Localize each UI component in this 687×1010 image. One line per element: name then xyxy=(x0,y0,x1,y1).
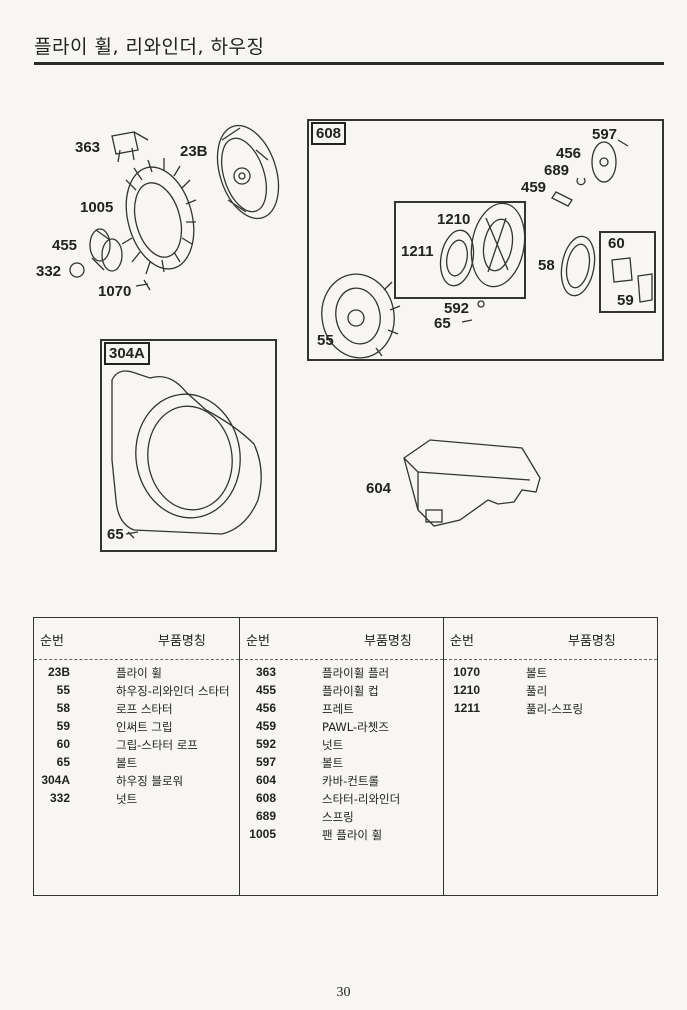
callout-459: 459 xyxy=(521,179,547,196)
callout-55: 55 xyxy=(317,332,334,349)
title-divider xyxy=(34,62,664,65)
control-cover-drawing xyxy=(403,439,541,527)
callout-60: 60 xyxy=(608,235,625,252)
column-header: 순번 부품명칭 xyxy=(34,618,239,660)
callout-597: 597 xyxy=(592,126,618,143)
page-number: 30 xyxy=(336,985,351,1000)
callout-455: 455 xyxy=(52,237,78,254)
fan-flywheel-drawing xyxy=(121,158,197,275)
page-title: 플라이 휠, 리와인더, 하우징 xyxy=(34,36,265,58)
callout-456: 456 xyxy=(556,145,582,162)
callout-689: 689 xyxy=(544,162,570,179)
callout-65-starter: 65 xyxy=(434,315,451,332)
callout-604: 604 xyxy=(366,480,392,497)
header-number: 순번 xyxy=(40,634,64,649)
flywheel-cup-drawing xyxy=(89,228,123,272)
callout-332: 332 xyxy=(36,263,62,280)
column-header: 순번 부품명칭 xyxy=(240,618,443,660)
box-label-housing: 304A xyxy=(104,342,150,365)
callout-1070: 1070 xyxy=(98,283,132,300)
callout-1211: 1211 xyxy=(401,243,434,260)
exploded-parts-diagram: 608 304A 363 23B 1005 455 332 1070 597 4… xyxy=(36,119,664,552)
header-part-name: 부품명칭 xyxy=(364,634,412,649)
column-header: 순번 부품명칭 xyxy=(444,618,657,660)
flywheel-drawing xyxy=(216,124,280,220)
header-number: 순번 xyxy=(246,634,270,649)
callout-65-housing: 65 xyxy=(107,526,124,543)
callout-58: 58 xyxy=(538,257,555,274)
callout-1005: 1005 xyxy=(80,199,114,216)
callout-592: 592 xyxy=(444,300,470,317)
header-part-name: 부품명칭 xyxy=(158,634,206,649)
box-label-starter: 608 xyxy=(311,122,347,145)
diagram-drawing xyxy=(69,119,664,552)
callout-59: 59 xyxy=(617,292,634,309)
flywheel-puller-drawing xyxy=(111,131,149,163)
callout-23B: 23B xyxy=(180,143,208,160)
bolt-drawing xyxy=(135,279,151,291)
header-number: 순번 xyxy=(450,634,474,649)
header-part-name: 부품명칭 xyxy=(568,634,616,649)
callout-1210: 1210 xyxy=(437,211,471,228)
callout-363: 363 xyxy=(75,139,101,156)
nut-drawing xyxy=(69,262,85,278)
